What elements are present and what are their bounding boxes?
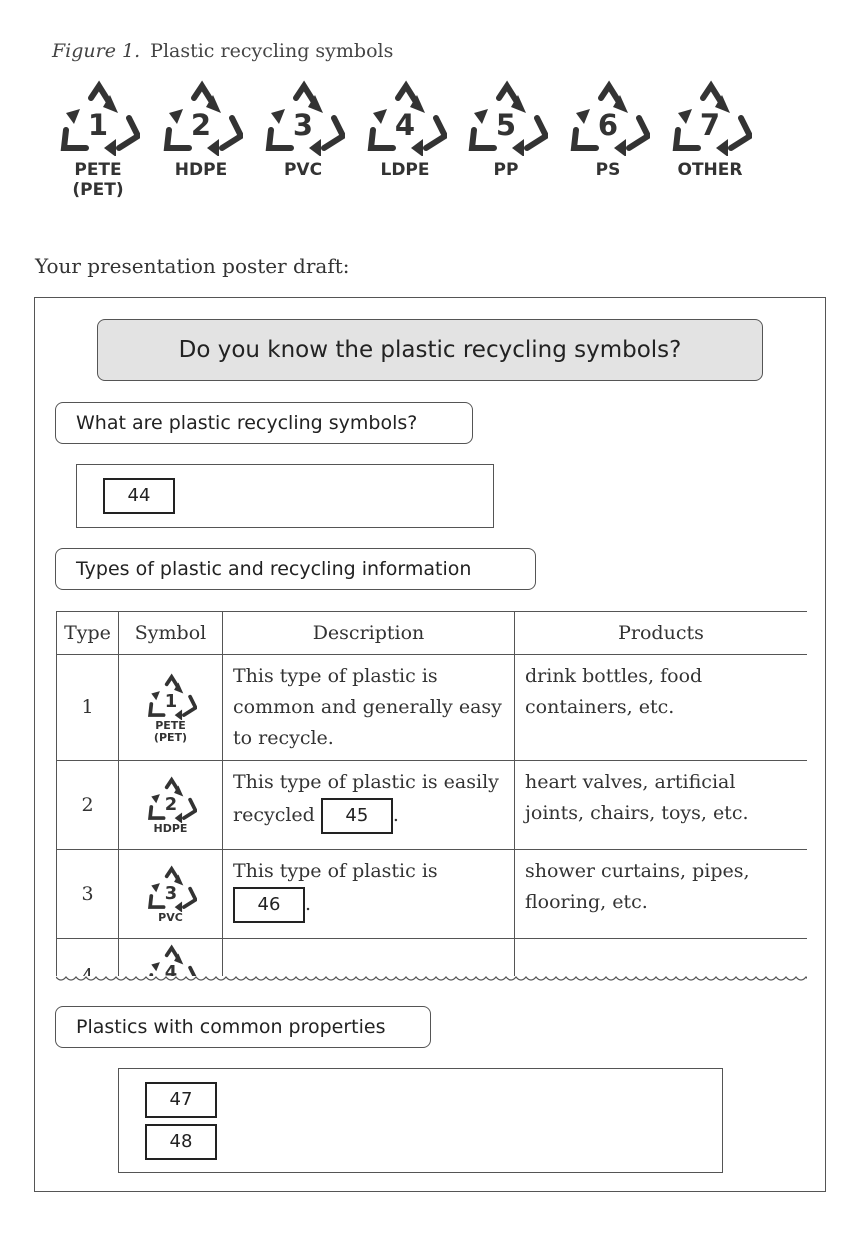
types-table: Type Symbol Description Products 1 1 PET… bbox=[56, 611, 807, 983]
table-row-cut: 4 4 bbox=[56, 938, 807, 983]
description-cell: This type of plastic is common and gener… bbox=[222, 654, 515, 761]
blank-47[interactable]: 47 bbox=[145, 1082, 217, 1118]
col-header-type: Type bbox=[56, 611, 119, 655]
col-header-products: Products bbox=[514, 611, 807, 655]
symbol-2-abbr: HDPE bbox=[174, 160, 228, 180]
intro-text: Your presentation poster draft: bbox=[35, 254, 350, 278]
blank-48[interactable]: 48 bbox=[145, 1124, 217, 1160]
section-heading-types: Types of plastic and recycling informati… bbox=[55, 548, 536, 590]
col-header-symbol: Symbol bbox=[118, 611, 223, 655]
section-heading-common: Plastics with common properties bbox=[55, 1006, 431, 1048]
symbol-7: 7 OTHER bbox=[664, 78, 756, 180]
svg-text:5: 5 bbox=[496, 108, 516, 142]
symbol-cell: 3 PVC bbox=[118, 849, 223, 939]
description-period: . bbox=[305, 893, 312, 915]
section-heading-what: What are plastic recycling symbols? bbox=[55, 402, 473, 444]
symbol-1-abbr2: (PET) bbox=[72, 180, 124, 200]
svg-text:1: 1 bbox=[164, 691, 176, 712]
poster: Do you know the plastic recycling symbol… bbox=[34, 297, 826, 1192]
svg-text:2: 2 bbox=[164, 794, 176, 815]
recycle-triangle-icon: 3 bbox=[265, 80, 345, 156]
description-cell: This type of plastic is easily recycled … bbox=[222, 760, 515, 850]
svg-text:6: 6 bbox=[598, 108, 618, 142]
symbol-1-abbr: PETE bbox=[74, 160, 122, 180]
symbol-5-abbr: PP bbox=[493, 160, 519, 180]
table-header-row: Type Symbol Description Products bbox=[56, 611, 807, 655]
recycle-triangle-icon: 7 bbox=[672, 80, 752, 156]
svg-text:1: 1 bbox=[88, 108, 108, 142]
products-cell: drink bottles, food containers, etc. bbox=[514, 654, 807, 761]
poster-title: Do you know the plastic recycling symbol… bbox=[97, 319, 763, 381]
recycle-triangle-icon: 4 bbox=[367, 80, 447, 156]
answer-box-44: 44 bbox=[76, 464, 494, 528]
products-cell: shower curtains, pipes, flooring, etc. bbox=[514, 849, 807, 939]
symbol-5: 5 PP bbox=[460, 78, 552, 180]
torn-edge-wave bbox=[56, 975, 807, 983]
recycle-triangle-icon: 2 bbox=[163, 80, 243, 156]
recycle-triangle-icon: 2 bbox=[147, 776, 197, 823]
products-cell bbox=[514, 938, 807, 983]
symbol-6-abbr: PS bbox=[595, 160, 621, 180]
svg-text:3: 3 bbox=[164, 883, 176, 904]
symbol-label: PETE bbox=[155, 718, 186, 732]
recycle-triangle-icon: 5 bbox=[468, 80, 548, 156]
figure-label: Figure 1. bbox=[52, 40, 141, 62]
col-header-description: Description bbox=[222, 611, 515, 655]
svg-text:4: 4 bbox=[395, 108, 415, 142]
blank-46[interactable]: 46 bbox=[233, 887, 305, 923]
description-text: This type of plastic is bbox=[233, 860, 438, 882]
symbol-3-abbr: PVC bbox=[283, 160, 323, 180]
symbol-6: 6 PS bbox=[562, 78, 654, 180]
type-cell: 3 bbox=[56, 849, 119, 939]
description-cell: This type of plastic is 46. bbox=[222, 849, 515, 939]
symbol-cell: 2 HDPE bbox=[118, 760, 223, 850]
recycle-triangle-icon: 1 bbox=[60, 80, 140, 156]
symbol-label: HDPE bbox=[153, 822, 188, 835]
symbol-4-abbr: LDPE bbox=[380, 160, 430, 180]
symbol-4: 4 LDPE bbox=[359, 78, 451, 180]
figure-caption-text: Plastic recycling symbols bbox=[150, 40, 394, 62]
svg-text:3: 3 bbox=[293, 108, 313, 142]
recycle-triangle-icon: 1 bbox=[147, 673, 197, 720]
svg-text:2: 2 bbox=[191, 108, 211, 142]
symbol-7-abbr: OTHER bbox=[677, 160, 743, 180]
description-text: This type of plastic is easily recycled bbox=[233, 771, 499, 826]
figure-caption: Figure 1. Plastic recycling symbols bbox=[52, 40, 393, 62]
blank-45[interactable]: 45 bbox=[320, 798, 393, 834]
blank-44[interactable]: 44 bbox=[103, 478, 175, 514]
recycle-triangle-icon: 3 bbox=[147, 865, 197, 912]
symbol-label-2: (PET) bbox=[153, 730, 188, 744]
type-cell: 2 bbox=[56, 760, 119, 850]
table-row: 2 2 HDPE This type of plastic is easily … bbox=[56, 760, 807, 850]
symbol-1: 1 PETE (PET) bbox=[52, 78, 144, 200]
symbol-cell: 1 PETE (PET) bbox=[118, 654, 223, 761]
table-row: 3 3 PVC This type of plastic is 46. sh bbox=[56, 849, 807, 939]
description-cell bbox=[222, 938, 515, 983]
svg-text:7: 7 bbox=[700, 108, 720, 142]
type-cell: 1 bbox=[56, 654, 119, 761]
table-row: 1 1 PETE (PET) This type of plastic is c… bbox=[56, 654, 807, 761]
answer-box-47-48: 47 48 bbox=[118, 1068, 723, 1173]
description-period: . bbox=[392, 804, 399, 826]
symbol-2: 2 HDPE bbox=[155, 78, 247, 180]
recycle-triangle-icon: 6 bbox=[570, 80, 650, 156]
products-cell: heart valves, artificial joints, chairs,… bbox=[514, 760, 807, 850]
symbol-3: 3 PVC bbox=[257, 78, 349, 180]
symbol-label: PVC bbox=[158, 911, 183, 924]
